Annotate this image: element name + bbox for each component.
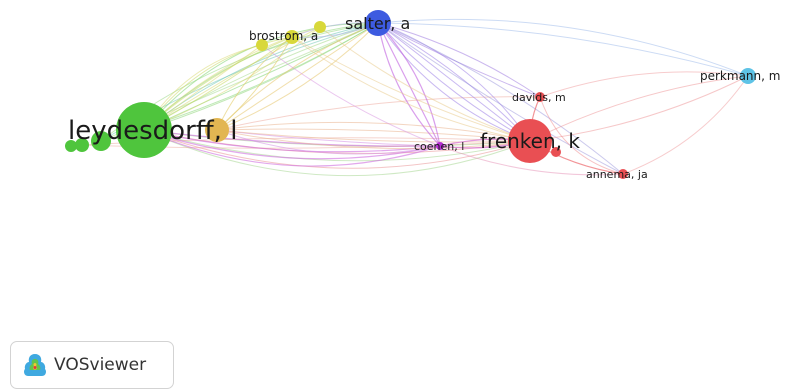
network-link — [377, 22, 441, 147]
network-link — [261, 44, 441, 147]
network-link — [377, 22, 441, 147]
node-frenken[interactable] — [508, 119, 552, 163]
vosviewer-label: VOSviewer — [54, 355, 147, 375]
node-layer — [65, 10, 756, 179]
network-link — [291, 36, 531, 142]
network-link — [216, 129, 441, 155]
label-salter[interactable]: salter, a — [345, 14, 410, 33]
node-davids[interactable] — [535, 92, 545, 102]
network-link — [143, 22, 379, 131]
network-link — [377, 22, 531, 142]
minor-node-green[interactable] — [75, 138, 89, 152]
network-link — [143, 129, 531, 162]
network-link — [377, 18, 749, 77]
network-link — [439, 145, 624, 176]
network-link — [377, 22, 624, 175]
label-frenken[interactable]: frenken, k — [480, 129, 580, 153]
network-link — [319, 26, 531, 142]
minor-node-yellow[interactable] — [314, 21, 326, 33]
network-link — [291, 36, 531, 142]
network-link — [377, 22, 541, 98]
node-perkmann[interactable] — [740, 68, 756, 84]
label-leydesdorff[interactable]: leydesdorff, l — [68, 116, 237, 146]
network-link — [216, 129, 531, 143]
network-link — [143, 129, 441, 160]
network-link — [539, 71, 749, 98]
network-link — [377, 22, 531, 142]
label-davids[interactable]: davids, m — [512, 91, 566, 104]
network-link — [539, 96, 624, 175]
network-link — [216, 22, 379, 131]
label-coenen[interactable]: coenen, l — [414, 140, 464, 153]
vosviewer-logo-icon — [24, 354, 46, 376]
node-salter[interactable] — [365, 10, 391, 36]
vosviewer-badge[interactable]: VOSviewer — [10, 341, 174, 389]
network-link — [143, 129, 441, 153]
network-link — [377, 22, 531, 142]
label-brostrom[interactable]: brostrom, a — [249, 29, 318, 43]
network-link — [216, 121, 531, 142]
label-perkmann[interactable]: perkmann, m — [700, 69, 780, 83]
network-link — [143, 129, 441, 167]
network-link — [216, 129, 531, 150]
minor-node-red[interactable] — [551, 147, 561, 157]
network-link — [529, 75, 749, 142]
minor-node-yellow[interactable] — [256, 39, 268, 51]
network-link — [216, 96, 541, 131]
label-annema[interactable]: annema, ja — [586, 168, 648, 181]
network-link — [377, 22, 624, 175]
network-link — [216, 36, 293, 131]
network-link — [377, 22, 541, 98]
network-link — [216, 128, 531, 142]
network-link — [622, 75, 749, 175]
network-link — [143, 129, 441, 147]
label-layer: leydesdorff, l frenken, k salter, a bros… — [68, 14, 780, 181]
network-link — [377, 22, 749, 77]
node-leydesdorff-gold[interactable] — [205, 118, 229, 142]
node-leydesdorff[interactable] — [116, 102, 172, 158]
network-link — [216, 22, 379, 131]
node-coenen[interactable] — [436, 142, 444, 150]
network-link — [143, 129, 531, 169]
network-link — [377, 22, 441, 147]
minor-node-green[interactable] — [65, 140, 77, 152]
network-link — [377, 22, 531, 142]
minor-node-green[interactable] — [91, 131, 111, 151]
network-link — [216, 36, 293, 131]
node-annema[interactable] — [618, 169, 628, 179]
node-brostrom[interactable] — [285, 30, 299, 44]
network-link — [377, 22, 531, 142]
